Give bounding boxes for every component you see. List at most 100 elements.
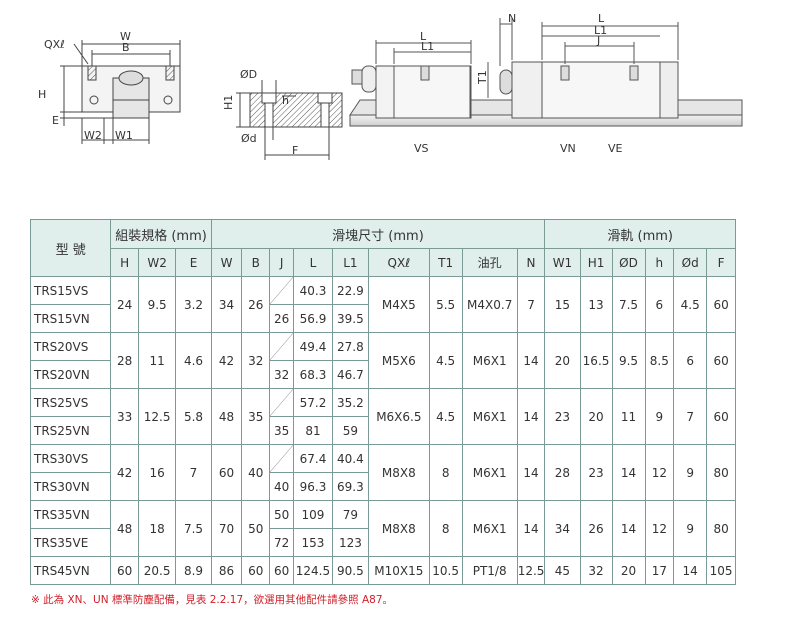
column-header: J — [268, 248, 295, 277]
label-N: N — [508, 12, 516, 25]
table-cell: 4.5 — [428, 388, 463, 445]
table-cell: 8 — [428, 444, 463, 501]
table-cell: 40.3 — [293, 276, 333, 305]
table-cell: M4X0.7 — [461, 276, 518, 333]
table-cell: 7.5 — [175, 500, 212, 557]
table-cell: 20 — [579, 388, 613, 445]
table-cell: M6X1 — [461, 332, 518, 389]
table-cell: 32 — [579, 556, 613, 585]
table-cell: 12.5 — [137, 388, 177, 445]
label-H1: H1 — [222, 95, 235, 110]
table-cell: 17 — [644, 556, 675, 585]
table-cell: 72 — [268, 528, 295, 557]
column-header: W2 — [137, 248, 177, 277]
column-header: ØD — [611, 248, 646, 277]
rail-section-drawing — [236, 80, 343, 160]
label-B: B — [122, 41, 130, 54]
table-cell: 12 — [644, 500, 675, 557]
table-cell: 22.9 — [331, 276, 370, 305]
table-cell: 11 — [611, 388, 646, 445]
table-cell: 40 — [268, 472, 295, 501]
table-cell: 7 — [175, 444, 212, 501]
table-cell: 48 — [110, 500, 139, 557]
label-VN: VN — [560, 142, 576, 155]
table-cell: 9 — [644, 388, 675, 445]
technical-drawings: W B QXℓ H E W2 W1 ØD H1 h Ød F — [38, 12, 743, 160]
table-cell: 90.5 — [331, 556, 370, 585]
table-cell: 124.5 — [293, 556, 333, 585]
table-cell: 24 — [110, 276, 139, 333]
column-header: W — [210, 248, 243, 277]
table-cell: 49.4 — [293, 332, 333, 361]
model-cell: TRS25VS — [29, 388, 112, 417]
table-cell: 14 — [516, 444, 546, 501]
table-cell: 35.2 — [331, 388, 370, 417]
label-L-vn: L — [598, 12, 605, 25]
table-cell: M10X15 — [368, 556, 430, 585]
label-W: W — [120, 30, 131, 43]
table-cell: 40.4 — [331, 444, 370, 473]
table-cell: 16.5 — [579, 332, 613, 389]
table-cell: M6X1 — [461, 388, 518, 445]
model-cell: TRS20VN — [29, 360, 112, 389]
model-cell: TRS35VE — [29, 528, 112, 557]
table-cell: 20 — [611, 556, 646, 585]
diagram-area: W B QXℓ H E W2 W1 ØD H1 h Ød F — [0, 0, 786, 210]
model-cell: TRS30VS — [29, 444, 112, 473]
table-cell: 7 — [673, 388, 708, 445]
header-block: 滑塊尺寸 (mm) — [210, 219, 546, 249]
table-cell: 35 — [268, 416, 295, 445]
label-J: J — [596, 34, 600, 47]
model-cell: TRS35VN — [29, 500, 112, 529]
table-cell: 96.3 — [293, 472, 333, 501]
cross-section-drawing — [60, 40, 181, 144]
table-cell: 32 — [268, 360, 295, 389]
table-cell: 67.4 — [293, 444, 333, 473]
table-cell: 11 — [137, 332, 177, 389]
table-cell: 8.9 — [175, 556, 212, 585]
table-cell: 4.6 — [175, 332, 212, 389]
table-cell: 57.2 — [293, 388, 333, 417]
table-cell: 14 — [516, 332, 546, 389]
table-cell: 26 — [241, 276, 270, 333]
table-cell: 86 — [210, 556, 243, 585]
table-cell: 105 — [706, 556, 736, 585]
table-cell: M6X1 — [461, 444, 518, 501]
table-cell: 69.3 — [331, 472, 370, 501]
table-cell: 33 — [110, 388, 139, 445]
column-header: L — [293, 248, 333, 277]
table-cell: 34 — [544, 500, 581, 557]
table-cell: 80 — [706, 444, 736, 501]
table-cell: 23 — [579, 444, 613, 501]
j-empty-cell — [268, 332, 295, 361]
table-cell: 60 — [706, 276, 736, 333]
footnote: ※ 此為 XN、UN 標準防塵配備，見表 2.2.17，欲選用其他配件請參照 A… — [31, 594, 394, 606]
table-cell: 80 — [706, 500, 736, 557]
model-cell: TRS25VN — [29, 416, 112, 445]
label-h: h — [282, 94, 289, 107]
table-cell: 28 — [110, 332, 139, 389]
table-cell: 6 — [644, 276, 675, 333]
table-cell: 68.3 — [293, 360, 333, 389]
table-cell: 12 — [644, 444, 675, 501]
label-W1: W1 — [115, 129, 133, 142]
table-cell: 123 — [331, 528, 370, 557]
model-cell: TRS20VS — [29, 332, 112, 361]
table-cell: 50 — [241, 500, 270, 557]
table-cell: 79 — [331, 500, 370, 529]
label-VE: VE — [608, 142, 623, 155]
table-cell: 60 — [110, 556, 139, 585]
table-cell: 20.5 — [137, 556, 177, 585]
label-L-vs: L — [420, 30, 427, 43]
column-header: L1 — [331, 248, 370, 277]
model-cell: TRS15VS — [29, 276, 112, 305]
column-header: H — [110, 248, 139, 277]
table-cell: 5.5 — [428, 276, 463, 333]
table-cell: 9 — [673, 500, 708, 557]
table-cell: 60 — [210, 444, 243, 501]
